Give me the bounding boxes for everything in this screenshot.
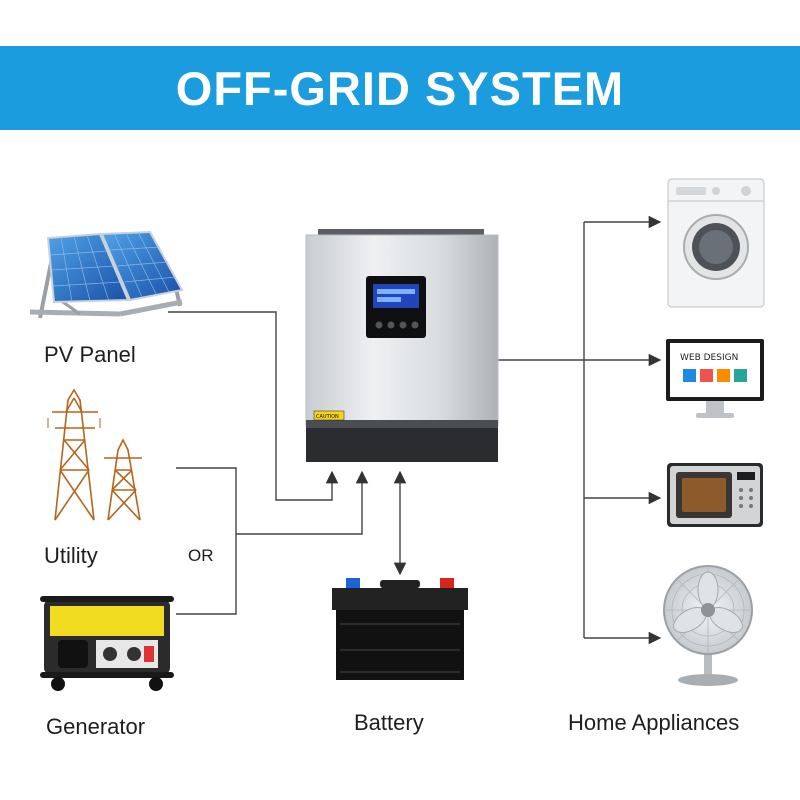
utility-tower-icon bbox=[47, 388, 142, 521]
home-appliances-label: Home Appliances bbox=[568, 710, 740, 735]
monitor-icon: WEB DESIGN bbox=[666, 339, 764, 418]
grid-connection-line bbox=[236, 470, 369, 535]
pv-panel-label: PV Panel bbox=[44, 342, 136, 367]
or-label: OR bbox=[188, 546, 214, 565]
caution-label: CAUTION bbox=[316, 414, 339, 420]
utility-label: Utility bbox=[44, 543, 98, 568]
title-banner: OFF-GRID SYSTEM bbox=[0, 46, 800, 130]
washing-machine-icon bbox=[667, 178, 765, 308]
battery-label: Battery bbox=[354, 710, 424, 735]
fan-icon bbox=[663, 565, 753, 686]
generator-label: Generator bbox=[46, 714, 146, 739]
utility-connection-line bbox=[176, 467, 237, 615]
generator-icon bbox=[40, 596, 174, 691]
inverter-icon: CAUTION bbox=[305, 229, 499, 462]
pv-connection-line bbox=[168, 311, 339, 501]
solar-panel-icon bbox=[29, 230, 184, 319]
battery-icon bbox=[332, 578, 468, 680]
page-title: OFF-GRID SYSTEM bbox=[175, 61, 625, 115]
connection-lines bbox=[168, 215, 662, 645]
monitor-screen-text: WEB DESIGN bbox=[680, 353, 738, 363]
microwave-icon bbox=[667, 463, 763, 527]
